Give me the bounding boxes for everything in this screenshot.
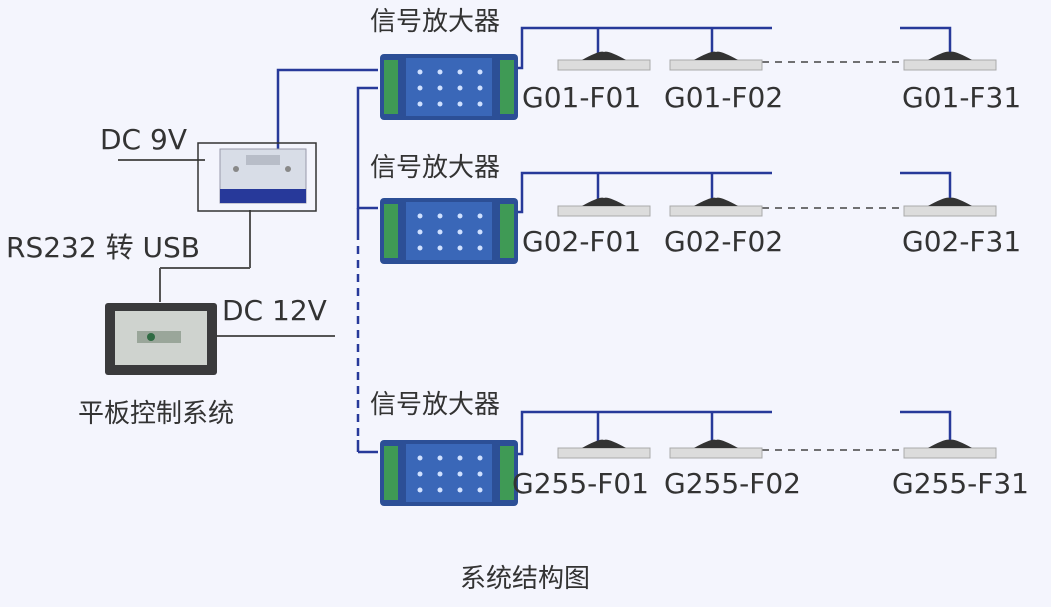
diagram-title: 系统结构图 — [460, 564, 591, 594]
sensor-3-2 — [669, 439, 763, 459]
amplifier-1 — [380, 54, 518, 120]
sensor-2-2 — [669, 197, 763, 217]
tablet-device — [105, 303, 217, 375]
bus-amp1-amp2 — [356, 86, 378, 210]
device-label-g01-f01: G01-F01 — [522, 81, 642, 114]
dc12v-label: DC 12V — [222, 294, 327, 327]
device-label-g02-f31: G02-F31 — [902, 225, 1022, 258]
device-label-g02-f01: G02-F01 — [522, 225, 642, 258]
sensor-1-3 — [903, 51, 997, 71]
amplifier-label-1: 信号放大器 — [370, 7, 501, 37]
device-label-g255-f01: G255-F01 — [512, 467, 649, 500]
sensor-3-1 — [557, 439, 651, 459]
device-label-g255-f02: G255-F02 — [664, 467, 801, 500]
amplifier-3 — [380, 440, 518, 506]
converter-label: RS232 转 USB — [6, 231, 200, 264]
amplifier-2 — [380, 198, 518, 264]
amplifier-label-3: 信号放大器 — [370, 390, 501, 420]
amplifier-label-2: 信号放大器 — [370, 153, 501, 183]
device-label-g01-f02: G01-F02 — [664, 81, 784, 114]
device-label-g255-f31: G255-F31 — [892, 467, 1029, 500]
device-label-g02-f02: G02-F02 — [664, 225, 784, 258]
bus-to-amp1 — [276, 68, 378, 152]
sensor-1-2 — [669, 51, 763, 71]
sensor-3-3 — [903, 439, 997, 459]
sensor-2-1 — [557, 197, 651, 217]
tablet-label: 平板控制系统 — [78, 399, 235, 429]
sensor-1-1 — [557, 51, 651, 71]
device-label-g01-f31: G01-F31 — [902, 81, 1022, 114]
rs232-converter — [197, 142, 317, 212]
dc9v-label: DC 9V — [100, 123, 187, 156]
sensor-2-3 — [903, 197, 997, 217]
